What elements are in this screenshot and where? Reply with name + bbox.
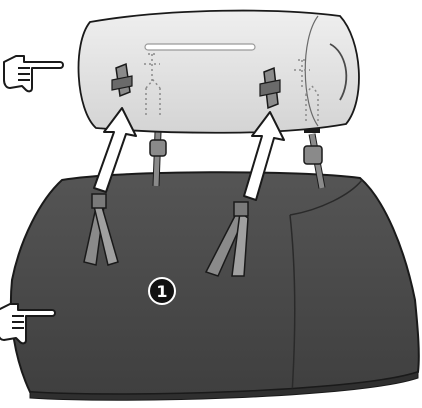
step-number-label: 1 bbox=[156, 282, 167, 301]
buckle-icon bbox=[233, 201, 249, 217]
bag-top-seam bbox=[289, 179, 363, 216]
bag-strap-right bbox=[204, 201, 249, 277]
step-number-badge: 1 bbox=[148, 277, 176, 305]
dotted-guides bbox=[144, 53, 319, 124]
bag-side-seam bbox=[289, 214, 296, 395]
roll-bag bbox=[77, 9, 360, 134]
up-arrow-icon bbox=[93, 107, 137, 193]
bag-body bbox=[9, 171, 420, 396]
bag-bottom-edge bbox=[29, 371, 419, 401]
up-arrow-icon bbox=[243, 111, 285, 201]
bag bbox=[9, 171, 420, 401]
roll-strap-right bbox=[303, 128, 326, 189]
pointing-hand-icon bbox=[3, 55, 64, 93]
latch-left bbox=[111, 62, 133, 98]
bag-strap-left bbox=[83, 193, 119, 266]
roll-zipper bbox=[144, 43, 256, 51]
latch-right bbox=[259, 66, 281, 110]
roll-body bbox=[77, 9, 360, 134]
roll-end-cap bbox=[304, 15, 319, 127]
pointing-hand-icon bbox=[0, 303, 56, 345]
buckle-icon bbox=[91, 193, 107, 209]
